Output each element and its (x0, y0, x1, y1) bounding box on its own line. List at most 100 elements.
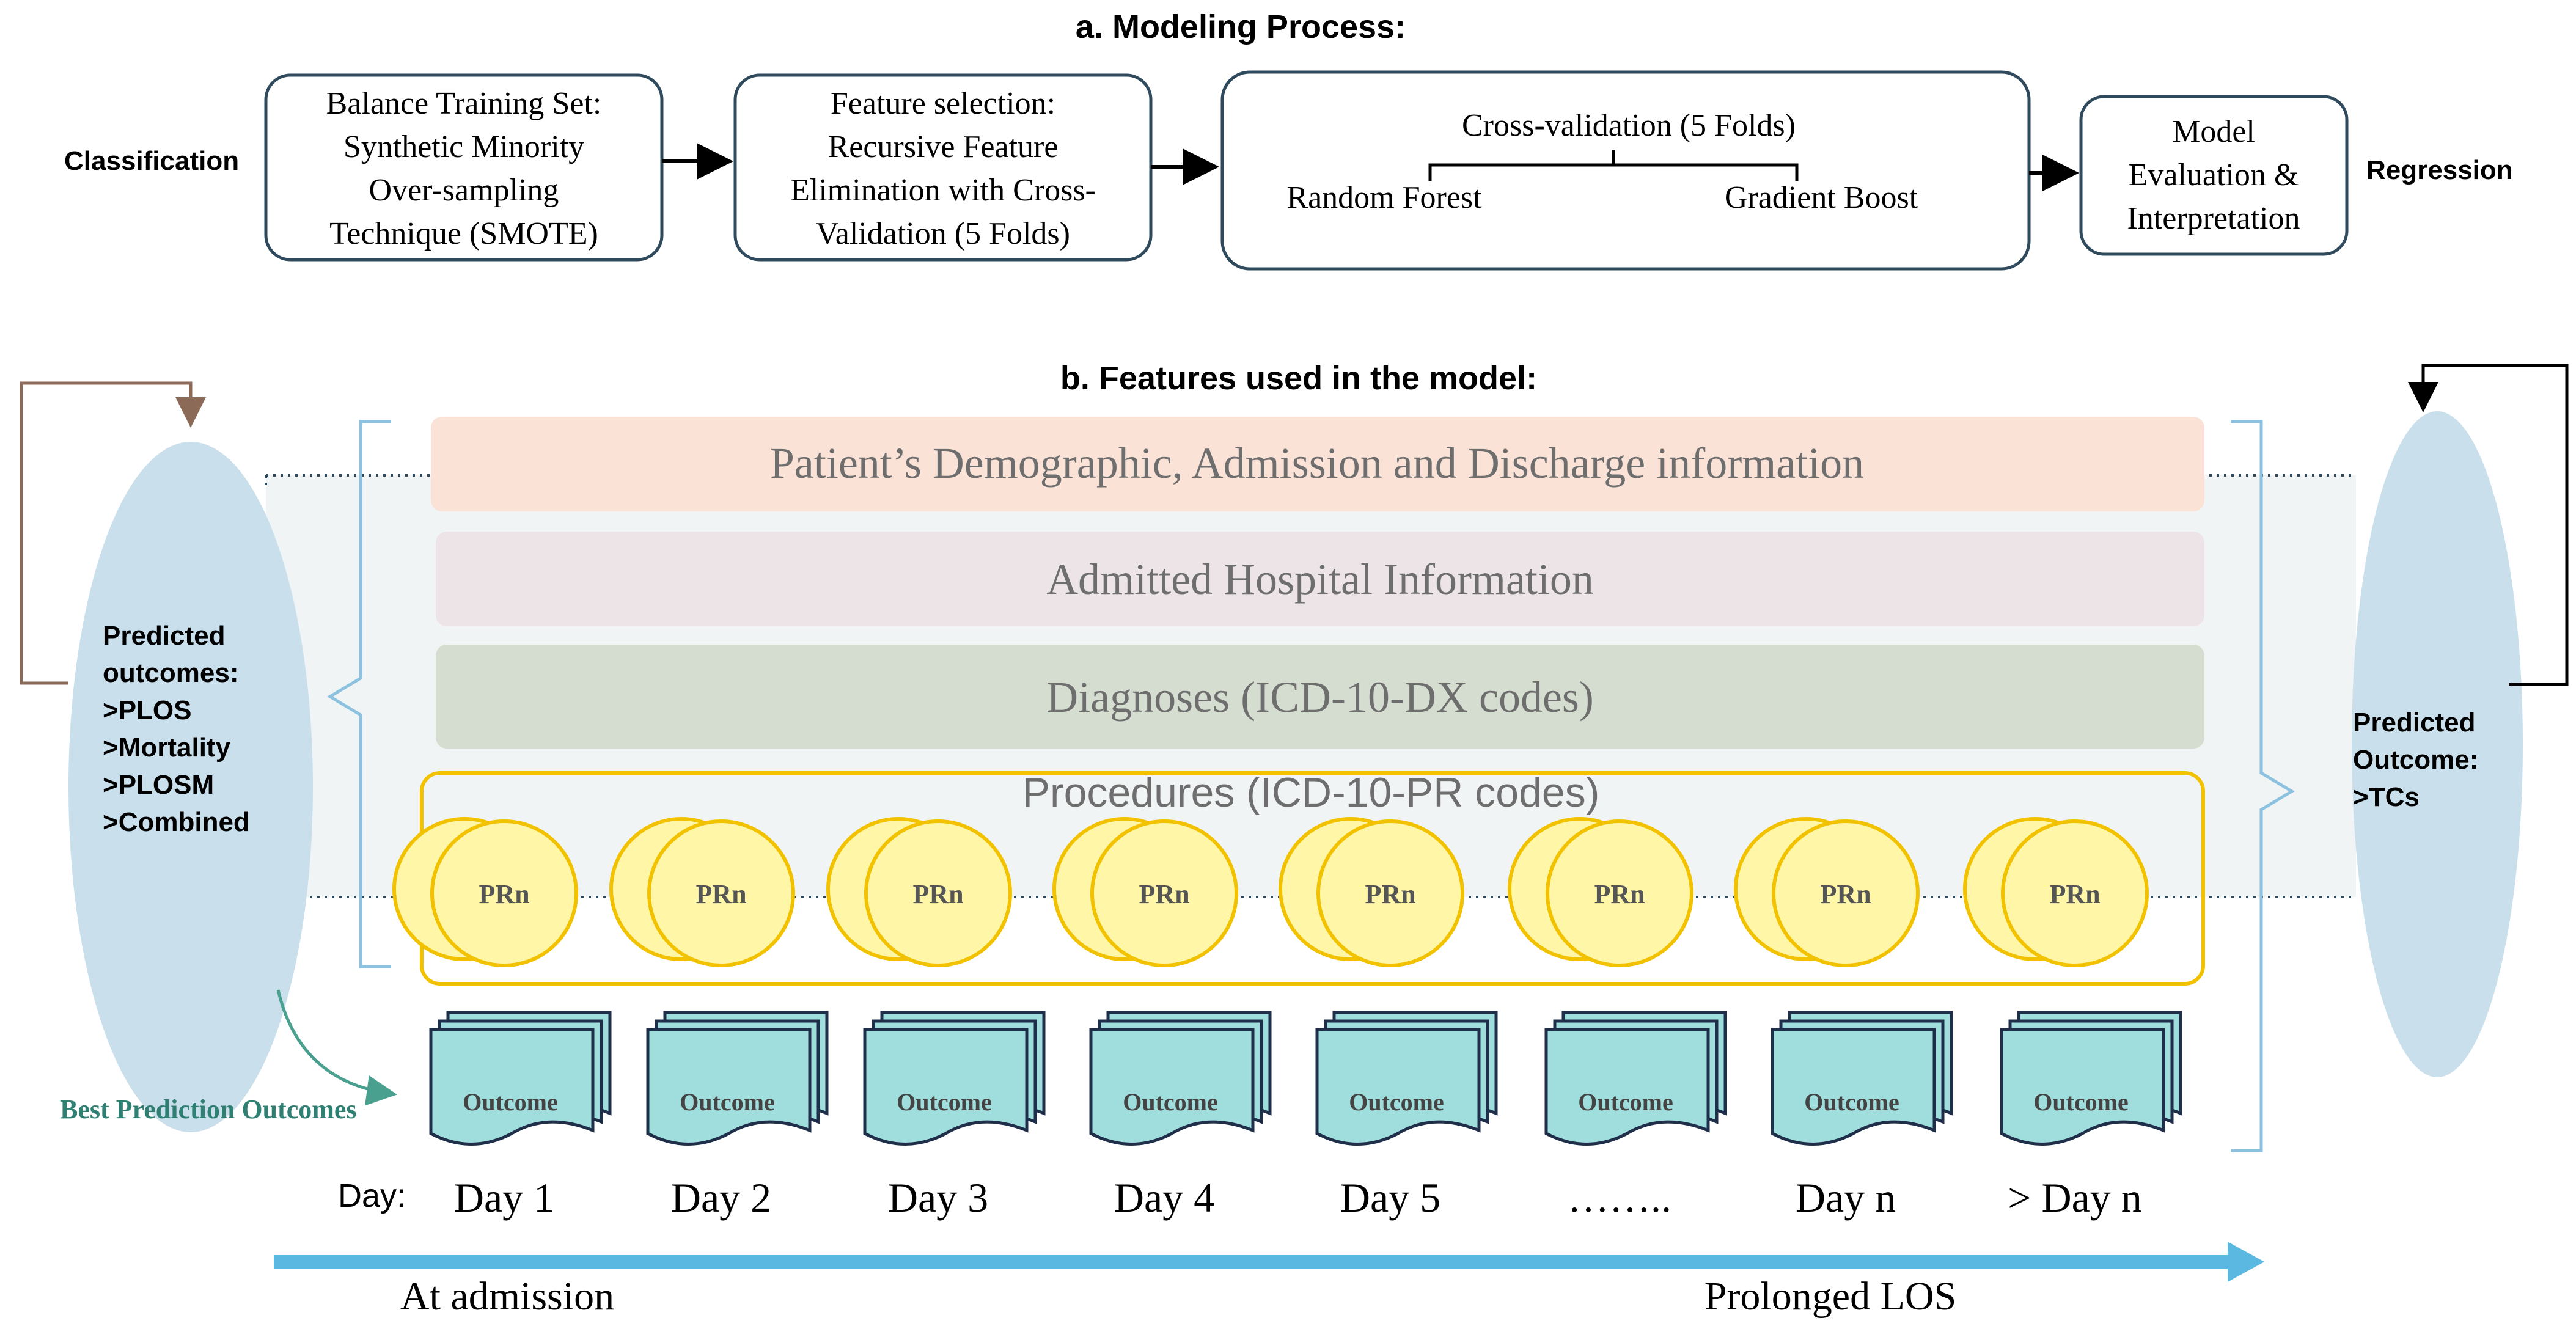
outcome-document-label: Outcome (680, 1088, 775, 1116)
evaluation-step-line-2: Evaluation & (2129, 158, 2299, 192)
left-ellipse-line-6: >Combined (103, 807, 250, 837)
procedure-circle-front (1772, 819, 1920, 967)
procedure-circle-label: PRn (1139, 879, 1189, 909)
day-label: …….. (1568, 1174, 1671, 1221)
day-label: Day 4 (1114, 1174, 1214, 1221)
smote-step-line-2: Synthetic Minority (343, 130, 584, 164)
hospital-layer-label: Admitted Hospital Information (1046, 555, 1594, 604)
left-predicted-outcomes-ellipse (68, 442, 313, 1132)
right-feedback-loop-arrow (2408, 364, 2569, 686)
procedure-circle-label: PRn (1820, 879, 1871, 909)
outcome-document-label: Outcome (897, 1088, 992, 1116)
left-ellipse-line-5: >PLOSM (103, 770, 214, 800)
random-forest-label: Random Forest (1286, 180, 1482, 215)
cross-validation-bracket (1428, 150, 1799, 181)
day-label: Day 5 (1340, 1174, 1440, 1221)
procedure-circle-pair: PRn (1508, 817, 1693, 967)
procedures-layer-label: Procedures (ICD-10-PR codes) (1022, 769, 1600, 816)
procedure-circle-pair: PRn (1734, 817, 1920, 967)
procedure-circle-pair: PRn (826, 817, 1012, 967)
evaluation-step-box: Model Evaluation & Interpretation (2079, 95, 2349, 256)
procedure-circle-pair: PRn (1279, 817, 1464, 967)
smote-step-box: Balance Training Set: Synthetic Minority… (264, 73, 664, 262)
day-label: Day 1 (454, 1174, 554, 1221)
outcome-document-page (1771, 1028, 1936, 1146)
procedure-circle-front (1090, 819, 1238, 967)
outcome-document-page (1544, 1028, 1710, 1146)
procedure-circle-label: PRn (695, 879, 746, 909)
cross-validation-title: Cross-validation (5 Folds) (1462, 108, 1796, 143)
procedure-circle-pair: PRn (1052, 817, 1238, 967)
hospital-layer (436, 532, 2204, 626)
right-ellipse-line-2: Outcome: (2353, 745, 2478, 775)
outcome-stacks: Outcome Outcome Outcome Outcome Outcome Outco… (429, 1011, 2182, 1146)
smote-step-line-1: Balance Training Set: (326, 86, 602, 121)
rfecv-step-line-1: Feature selection: (831, 86, 1055, 121)
outcome-document-stack: Outcome (1771, 1011, 1953, 1146)
diagnoses-layer-label: Diagnoses (ICD-10-DX codes) (1046, 673, 1594, 722)
right-predicted-outcome-ellipse (2352, 411, 2523, 1077)
outcome-document-label: Outcome (2033, 1088, 2129, 1116)
rfecv-step-line-2: Recursive Feature (828, 130, 1059, 164)
timeline-start-label: At admission (400, 1274, 614, 1319)
rfecv-step-line-4: Validation (5 Folds) (816, 216, 1070, 251)
section-a-title: a. Modeling Process: (1076, 9, 1406, 45)
diagnoses-layer (436, 645, 2204, 749)
regression-label: Regression (2366, 155, 2513, 185)
left-brace (327, 420, 391, 968)
rfecv-step-line-3: Elimination with Cross- (790, 173, 1096, 208)
section-b-title: b. Features used in the model: (1060, 360, 1537, 397)
timeline-arrow-head (2228, 1242, 2264, 1282)
classification-label: Classification (64, 146, 239, 176)
procedure-circles: PRn PRn PRn PRn PRn PRn PRn PRn (392, 817, 2149, 967)
outcome-document-stack: Outcome (1089, 1011, 1272, 1146)
procedure-circle-pair: PRn (392, 817, 578, 967)
evaluation-step-line-3: Interpretation (2127, 201, 2300, 236)
outcome-document-page (429, 1028, 595, 1146)
outcome-document-label: Outcome (463, 1088, 558, 1116)
day-label: Day 2 (671, 1174, 771, 1221)
procedure-circle-front (2001, 819, 2149, 967)
timeline-end-label: Prolonged LOS (1704, 1274, 1957, 1319)
right-ellipse-line-1: Predicted (2353, 708, 2476, 738)
outcome-document-stack: Outcome (646, 1011, 829, 1146)
procedure-circle-label: PRn (1594, 879, 1645, 909)
best-prediction-arrow (276, 989, 397, 1106)
procedure-circle-front (1316, 819, 1464, 967)
cross-validation-step-box: Cross-validation (5 Folds) Random Forest… (1220, 70, 2031, 271)
demographic-layer (431, 417, 2204, 511)
procedure-circle-front (430, 819, 578, 967)
procedure-circle-label: PRn (1365, 879, 1415, 909)
procedure-circle-front (1546, 819, 1693, 967)
outcome-document-page (863, 1028, 1029, 1146)
outcome-document-stack: Outcome (1544, 1011, 1727, 1146)
outcome-document-stack: Outcome (863, 1011, 1046, 1146)
day-label: Day n (1796, 1174, 1896, 1221)
outcome-document-stack: Outcome (429, 1011, 612, 1146)
gradient-boost-label: Gradient Boost (1725, 180, 1918, 215)
outcome-document-label: Outcome (1804, 1088, 1899, 1116)
outcome-document-label: Outcome (1123, 1088, 1218, 1116)
outcome-document-page (646, 1028, 812, 1146)
outcome-document-page (1315, 1028, 1481, 1146)
procedure-circle-label: PRn (912, 879, 963, 909)
procedure-circle-pair: PRn (609, 817, 795, 967)
best-prediction-label: Best Prediction Outcomes (60, 1094, 357, 1124)
rfecv-step-box: Feature selection: Recursive Feature Eli… (733, 73, 1153, 262)
outcome-document-label: Outcome (1578, 1088, 1673, 1116)
demographic-layer-label: Patient’s Demographic, Admission and Dis… (770, 439, 1864, 488)
left-ellipse-line-1: Predicted (103, 621, 226, 651)
procedure-circle-label: PRn (2049, 879, 2100, 909)
left-ellipse-line-3: >PLOS (103, 695, 192, 725)
outcome-document-label: Outcome (1349, 1088, 1444, 1116)
smote-step-line-4: Technique (SMOTE) (329, 216, 598, 251)
left-feedback-loop-arrow (20, 381, 206, 685)
day-row-prefix: Day: (338, 1177, 406, 1214)
left-ellipse-line-2: outcomes: (103, 658, 238, 688)
outcome-document-page (2000, 1028, 2165, 1146)
right-brace (2231, 420, 2295, 1152)
outcome-document-page (1089, 1028, 1255, 1146)
smote-step-line-3: Over-sampling (369, 173, 559, 208)
procedure-circle-front (647, 819, 795, 967)
